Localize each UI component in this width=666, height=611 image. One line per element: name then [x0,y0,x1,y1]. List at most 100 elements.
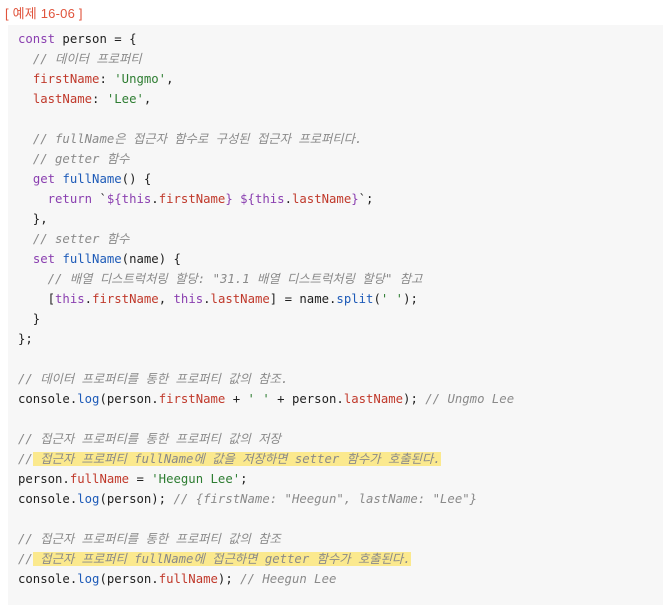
code-token: // Heegun Lee [240,572,337,586]
code-line [18,349,514,369]
code-line: person.fullName = 'Heegun Lee'; [18,469,514,489]
code-token: set [32,252,56,266]
code-token: firstName [158,192,226,206]
code-line: }; [18,329,514,349]
code-token: // 배열 디스트럭처링 할당: "31.1 배열 디스트럭처링 할당" 참고 [47,272,423,286]
code-token: console [18,392,70,406]
code-token: firstName [92,292,159,306]
code-token: ] = name. [269,292,337,306]
code-token: }, [18,212,48,226]
code-token [18,152,33,166]
code-token: fullName [62,172,122,186]
code-token: , [158,292,174,306]
code-token: + person. [269,392,344,406]
code-token: // {firstName: "Heegun", lastName: "Lee"… [173,492,478,506]
code-token: // [18,552,33,566]
code-token: } [351,192,359,206]
code-token: console [18,492,70,506]
code-token: lastName [210,292,270,306]
code-token: } [225,192,233,206]
code-line: }, [18,209,514,229]
code-token: // 접근자 프로퍼티를 통한 프로퍼티 값의 참조 [18,532,281,546]
code-token: . [151,192,159,206]
code-line: // fullName은 접근자 함수로 구성된 접근자 프로퍼티다. [18,129,514,149]
code-line: console.log(person.fullName); // Heegun … [18,569,514,589]
code-block: const person = { // 데이터 프로퍼티 firstName: … [8,25,663,605]
code-token: // 접근자 프로퍼티를 통한 프로퍼티 값의 저장 [18,432,281,446]
code-line: // getter 함수 [18,149,514,169]
code-token: . [203,292,211,306]
code-token: `; [358,192,374,206]
code-token: // Ungmo Lee [425,392,515,406]
code-line: [this.firstName, this.lastName] = name.s… [18,289,514,309]
code-line: // 접근자 프로퍼티를 통한 프로퍼티 값의 저장 [18,429,514,449]
code-token: this [55,292,85,306]
code-line: // setter 함수 [18,229,514,249]
code-token: (person); [99,492,174,506]
code-token: , [143,92,152,106]
code-token: ' ' [247,392,270,406]
code-token: split [336,292,374,306]
code-token: log [77,572,100,586]
code-token [18,52,33,66]
code-token: . [69,492,78,506]
code-line: firstName: 'Ungmo', [18,69,514,89]
code-line: get fullName() { [18,169,514,189]
example-title: [ 예제 16-06 ] [5,6,83,21]
code-line: const person = { [18,29,514,49]
code-token [18,132,33,146]
code-token: 'Ungmo' [114,72,167,86]
code-token: log [77,492,100,506]
code-line: return `${this.firstName} ${this.lastNam… [18,189,514,209]
code-token: . [69,392,78,406]
code-token: fullName [62,252,122,266]
code-line: // 접근자 프로퍼티 fullName에 접근하면 getter 함수가 호출… [18,549,514,569]
code-token: get [32,172,56,186]
code-token: person = { [55,32,137,46]
code-token: }; [18,332,33,346]
code-line: // 배열 디스트럭처링 할당: "31.1 배열 디스트럭처링 할당" 참고 [18,269,514,289]
code-token: this [173,292,204,306]
code-token: lastName [32,92,93,106]
code-token: 'Heegun Lee' [151,472,241,486]
code-token: ); [217,572,241,586]
code-token: // 데이터 프로퍼티를 통한 프로퍼티 값의 참조. [18,372,289,386]
code-token: const [18,32,56,46]
code-token: () { [121,172,152,186]
code-token: lastName [343,392,404,406]
highlighted-code-token: 접근자 프로퍼티 fullName에 값을 저장하면 setter 함수가 호출… [32,452,441,466]
code-token: // 데이터 프로퍼티 [32,52,142,66]
code-token: person. [18,472,70,486]
code-token: (name) { [121,252,181,266]
code-token: console [18,572,70,586]
code-token: log [77,392,100,406]
code-token [18,252,33,266]
code-token: // getter 함수 [32,152,130,166]
code-token: (person. [99,572,159,586]
code-line: // 데이터 프로퍼티를 통한 프로퍼티 값의 참조. [18,369,514,389]
code-token: lastName [292,192,352,206]
code-line: lastName: 'Lee', [18,89,514,109]
code-token: ${ [240,192,255,206]
code-token: ); [403,292,418,306]
code-token [18,72,33,86]
code-token: // [18,452,33,466]
code-line: // 접근자 프로퍼티를 통한 프로퍼티 값의 참조 [18,529,514,549]
code-listing: const person = { // 데이터 프로퍼티 firstName: … [18,29,514,589]
code-token [18,192,48,206]
code-token [18,92,33,106]
code-token: 'Lee' [106,92,144,106]
code-token: ' ' [380,292,404,306]
code-token: = [129,472,152,486]
code-token: : [92,92,107,106]
code-token: ` [92,192,107,206]
code-line: console.log(person); // {firstName: "Hee… [18,489,514,509]
code-token: : [99,72,115,86]
code-token: // setter 함수 [32,232,130,246]
code-token: ); [403,392,426,406]
code-line: console.log(person.firstName + ' ' + per… [18,389,514,409]
code-line [18,409,514,429]
code-token: , [166,72,174,86]
code-line: set fullName(name) { [18,249,514,269]
code-line: // 접근자 프로퍼티 fullName에 값을 저장하면 setter 함수가… [18,449,514,469]
